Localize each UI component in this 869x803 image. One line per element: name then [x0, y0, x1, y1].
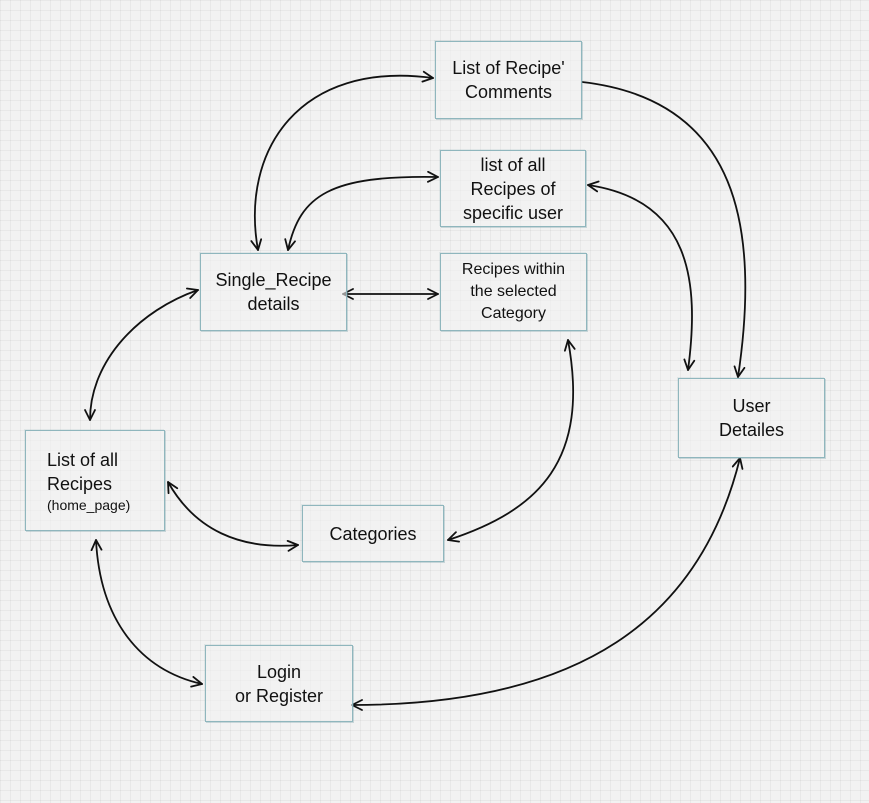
node-label: list of all	[480, 154, 546, 175]
node-user-recipes[interactable]: list of all Recipes of specific user	[440, 150, 586, 227]
edge-comments-user	[581, 81, 747, 378]
node-sublabel: (home_page)	[47, 496, 131, 513]
node-categories[interactable]: Categories	[302, 505, 444, 562]
node-label: the selected	[470, 283, 557, 300]
node-category-recipes[interactable]: Recipes within the selected Category	[440, 253, 587, 331]
edge-all-recipes-categories	[167, 481, 299, 552]
node-label: Detailes	[718, 420, 785, 440]
node-label: User	[732, 396, 771, 416]
node-user-details[interactable]: User Detailes	[678, 378, 825, 458]
node-label: Comments	[464, 82, 553, 102]
edge-login-user	[351, 457, 744, 711]
node-label: List of all	[47, 449, 119, 470]
node-label: or Register	[234, 685, 324, 706]
edge-all-recipes-login	[90, 539, 203, 688]
edge-user-recipes-user	[587, 180, 696, 371]
node-label: Recipes within	[461, 261, 566, 278]
edge-single-comments	[250, 70, 434, 251]
node-label: Login	[256, 661, 302, 682]
node-label: Recipes of	[470, 178, 556, 199]
edge-categories-category-recipes	[447, 339, 576, 543]
node-recipe-comments[interactable]: List of Recipe' Comments	[435, 41, 582, 119]
edge-single-all-recipes	[84, 287, 199, 421]
node-all-recipes[interactable]: List of all Recipes (home_page)	[25, 430, 165, 531]
node-single-recipe[interactable]: Single_Recipe details	[200, 253, 347, 331]
node-login-register[interactable]: Login or Register	[205, 645, 353, 722]
node-label: List of Recipe'	[452, 58, 565, 78]
node-label: details	[247, 294, 300, 314]
node-label: Categories	[329, 523, 417, 544]
node-label: Single_Recipe	[215, 270, 332, 290]
edge-single-user-recipes	[284, 170, 439, 251]
node-label: Recipes	[47, 473, 113, 494]
node-label: specific user	[462, 202, 564, 223]
node-label: Category	[481, 305, 546, 322]
